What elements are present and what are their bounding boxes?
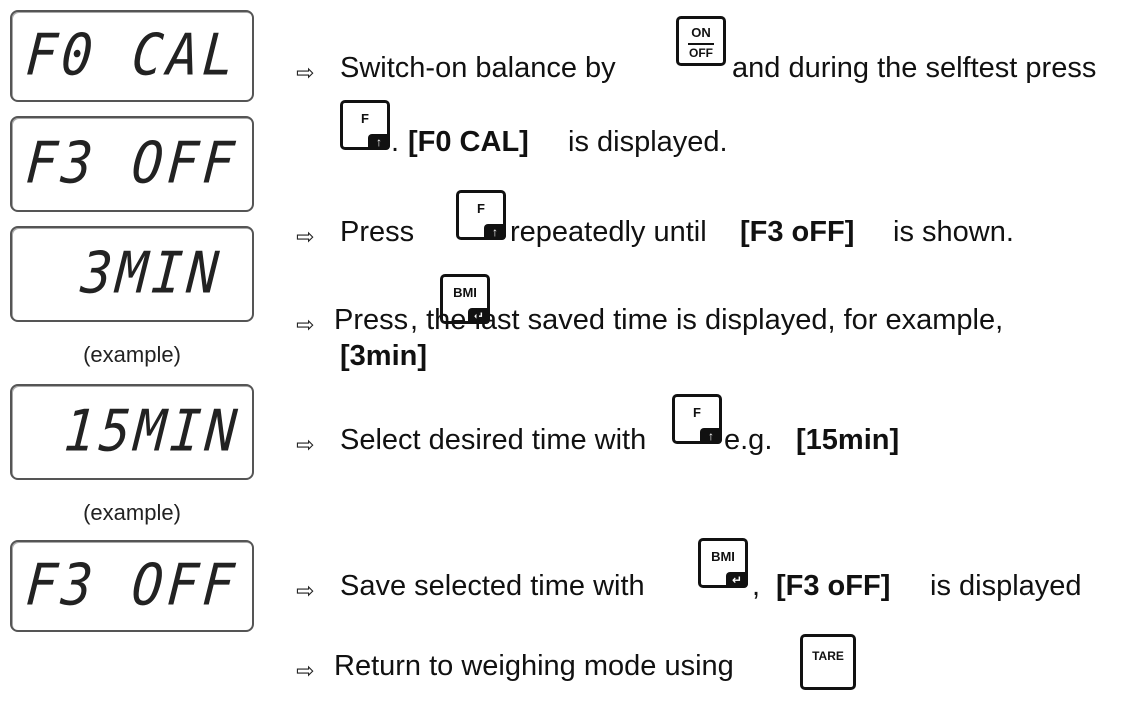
key-label: F xyxy=(693,405,701,420)
step6-text-a: Return to weighing mode using xyxy=(334,650,734,682)
step5-display-ref: [F3 oFF] xyxy=(776,570,891,602)
step1-text-e: is displayed. xyxy=(568,126,728,158)
step4-display-ref: [15min] xyxy=(796,424,900,456)
step2-display-ref: [F3 oFF] xyxy=(740,216,855,248)
arrow-bullet: ⇨ xyxy=(296,312,315,337)
lcd-display-15min: 15MIN xyxy=(10,384,254,480)
arrow-bullet: ⇨ xyxy=(296,658,315,683)
bmi-key-icon: BMI ↵ xyxy=(440,274,490,324)
key-label: TARE xyxy=(812,649,844,663)
key-label: BMI xyxy=(711,549,735,564)
arrow-up-icon: ↑ xyxy=(700,428,722,444)
key-label: ON xyxy=(691,25,711,40)
lcd-text: F3 OFF xyxy=(23,553,241,619)
tare-key-icon: TARE xyxy=(800,634,856,690)
step3-text-a: Press xyxy=(334,304,409,336)
example-caption: (example) xyxy=(83,342,181,367)
lcd-display-3min: 3MIN xyxy=(10,226,254,322)
on-off-key-icon: ON OFF xyxy=(676,16,726,66)
lcd-text: F0 CAL xyxy=(23,23,241,89)
step2-text-d: is shown. xyxy=(893,216,1014,248)
step3-text-b: , the last saved time is displayed, for … xyxy=(410,304,1004,336)
step1-text-a: Switch-on balance by xyxy=(340,52,616,84)
example-caption: (example) xyxy=(83,500,181,525)
lcd-display-f3-off-final: F3 OFF xyxy=(10,540,254,632)
key-label: BMI xyxy=(453,285,477,300)
arrow-bullet: ⇨ xyxy=(296,578,315,603)
arrow-bullet: ⇨ xyxy=(296,60,315,85)
f-key-icon: F ↑ xyxy=(672,394,722,444)
lcd-text: 15MIN xyxy=(61,399,243,465)
key-label: F xyxy=(361,111,369,126)
step1-text-b: and during the selftest press xyxy=(732,52,1097,84)
enter-icon: ↵ xyxy=(468,308,490,324)
step2-text-b: repeatedly until xyxy=(510,216,707,248)
lcd-display-f0-cal: F0 CAL xyxy=(10,10,254,102)
arrow-bullet: ⇨ xyxy=(296,432,315,457)
step4-text-b: e.g. xyxy=(724,424,773,456)
arrow-up-icon: ↑ xyxy=(484,224,506,240)
key-label: OFF xyxy=(689,46,713,60)
enter-icon: ↵ xyxy=(726,572,748,588)
lcd-text: F3 OFF xyxy=(23,131,241,197)
lcd-text: 3MIN xyxy=(79,241,225,307)
arrow-up-icon: ↑ xyxy=(368,134,390,150)
step4-text-a: Select desired time with xyxy=(340,424,647,456)
key-label: F xyxy=(477,201,485,216)
step1-text-c: . xyxy=(391,126,400,158)
key-divider xyxy=(688,43,714,45)
step5-text-d: is displayed xyxy=(930,570,1082,602)
step2-text-a: Press xyxy=(340,216,415,248)
step5-text-a: Save selected time with xyxy=(340,570,645,602)
step1-display-ref: [F0 CAL] xyxy=(408,126,529,158)
arrow-bullet: ⇨ xyxy=(296,224,315,249)
step5-text-b: , xyxy=(752,570,761,602)
lcd-display-f3-off: F3 OFF xyxy=(10,116,254,212)
bmi-key-icon: BMI ↵ xyxy=(698,538,748,588)
f-key-icon: F ↑ xyxy=(456,190,506,240)
step3-display-ref: [3min] xyxy=(340,340,427,372)
f-key-icon: F ↑ xyxy=(340,100,390,150)
